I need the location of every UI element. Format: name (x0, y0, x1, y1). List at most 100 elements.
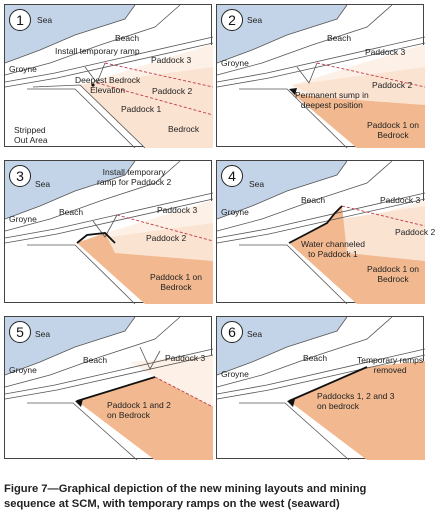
groyne-outline (216, 348, 426, 395)
groyne-outline-inner (216, 198, 426, 244)
beach-outline (4, 316, 136, 376)
caption-line-2: sequence at SCM, with temporary ramps on… (4, 498, 340, 510)
caption-line-1: Figure 7—Graphical depiction of the new … (4, 483, 367, 495)
groyne-label: Groyne (221, 58, 249, 68)
deepest-bedrock-line-1: Deepest Bedrock (75, 75, 141, 85)
groyne-label: Groyne (9, 365, 37, 375)
paddocks-line-2: on Bedrock (107, 410, 150, 420)
panel-6-diagram (216, 316, 426, 461)
removed-line-1: Temporary ramps (357, 355, 424, 365)
beach-crest-line (216, 160, 393, 232)
paddock-1-line-2: Bedrock (377, 130, 409, 140)
paddocks-bedrock-area (77, 377, 213, 460)
panel-4-diagram (216, 160, 426, 305)
sump-marker (75, 399, 83, 407)
sea-area (5, 5, 135, 63)
water-channel (288, 205, 343, 244)
ramp-label: Install temporary ramp (55, 46, 140, 56)
paddock-3-label: Paddock 3 (165, 353, 206, 363)
sump-channel (76, 232, 116, 244)
paddock-3-label: Paddock 3 (151, 55, 192, 65)
beach-label: Beach (115, 33, 140, 43)
panel-2: 2 Sea Beach Groyne Paddock 3 Paddock 2 P… (216, 4, 426, 149)
pit-wall-line (239, 244, 348, 305)
sump-marker (287, 399, 295, 407)
sea-area (217, 161, 347, 219)
paddock-1-bedrock-area (77, 233, 213, 304)
ramp-outline (139, 346, 161, 370)
bedrock-label: Bedrock (168, 124, 200, 134)
paddock-1-line-2: Bedrock (377, 274, 409, 284)
paddocks-line-1: Paddocks 1, 2 and 3 (317, 391, 395, 401)
groyne-outline-inner (4, 42, 214, 88)
paddock-1-label: Paddock 1 (121, 104, 162, 114)
groyne-outline (216, 192, 426, 239)
beach-label: Beach (83, 355, 108, 365)
paddocks-bedrock-area (289, 361, 425, 460)
stripped-line-1: Stripped (14, 125, 46, 135)
ramp-line-2: ramp for Paddock 2 (97, 177, 172, 187)
beach-outline (216, 316, 348, 376)
water-line-1: Water channeled (301, 239, 365, 249)
paddock-1-bedrock-area (289, 206, 425, 304)
sea-area (217, 5, 347, 63)
pit-wall-line (27, 402, 138, 461)
sea-label: Sea (249, 179, 265, 189)
paddock-3-label: Paddock 3 (380, 195, 421, 205)
sea-label: Sea (247, 15, 263, 25)
beach-crest-line (4, 160, 181, 232)
excavation-edge (76, 376, 156, 402)
sea-area (5, 161, 135, 219)
deepest-bedrock-label: Deepest Bedrock Elevation (75, 75, 140, 95)
panel-5: 5 Sea Beach Groyne Paddock 3 Paddock 1 a… (4, 316, 214, 461)
ramps-removed-label: Temporary ramps removed (357, 355, 423, 375)
groyne-outline (4, 192, 214, 239)
beach-label: Beach (327, 33, 352, 43)
paddock-3-label: Paddock 3 (157, 205, 198, 215)
panel-3-diagram (4, 160, 214, 305)
groyne-label: Groyne (9, 214, 37, 224)
panel-5-diagram (4, 316, 214, 461)
groyne-outline (216, 36, 426, 83)
paddocks-1-2-label: Paddock 1 and 2 on Bedrock (107, 400, 171, 420)
panel-2-diagram (216, 4, 426, 149)
sea-label: Sea (35, 179, 51, 189)
step-number-badge: 2 (221, 9, 243, 31)
paddock-1-line-1: Paddock 1 on (367, 264, 419, 274)
paddock-1-bedrock-area (292, 93, 425, 148)
paddock-1-line-1: Paddock 1 on (367, 120, 419, 130)
deepest-point-marker (91, 83, 95, 87)
beach-crest-line (4, 4, 181, 76)
sea-label: Sea (247, 329, 263, 339)
paddock-1-bedrock-label: Paddock 1 on Bedrock (367, 120, 419, 140)
sump-label: Permanent sump in deepest position (295, 90, 369, 110)
pit-wall-line (239, 402, 350, 461)
pit-wall-line (27, 244, 136, 305)
beach-crest-line (4, 316, 181, 388)
panel-4: 4 Sea Beach Groyne Paddock 3 Paddock 2 W… (216, 160, 435, 305)
deepest-bedrock-line-2: Elevation (90, 85, 126, 95)
paddock-divider-3 (341, 205, 426, 227)
panel-3: 3 Sea Install temporary ramp for Paddock… (4, 160, 214, 305)
step-number-badge: 3 (9, 165, 31, 187)
pit-floor-line (32, 84, 146, 149)
paddocks-line-2: on bedrock (317, 401, 360, 411)
sea-label: Sea (35, 329, 51, 339)
paddock-2-label: Paddock 2 (146, 233, 187, 243)
beach-crest-line (216, 4, 393, 76)
sump-line-1: Permanent sump in (295, 90, 369, 100)
beach-label: Beach (59, 207, 84, 217)
paddocks-line-1: Paddock 1 and 2 (107, 400, 171, 410)
groyne-label: Groyne (221, 207, 249, 217)
paddock-1-bedrock-label: Paddock 1 on Bedrock (367, 264, 419, 284)
stripped-line-2: Out Area (14, 135, 48, 145)
sump-marker (289, 88, 297, 95)
beach-outline (216, 4, 348, 64)
paddock-1-bedrock-label: Paddock 1 on Bedrock (150, 272, 202, 292)
water-line-2: to Paddock 1 (308, 249, 358, 259)
beach-label: Beach (303, 353, 328, 363)
sea-label: Sea (37, 15, 53, 25)
water-channel-label: Water channeled to Paddock 1 (301, 239, 365, 259)
beach-crest-line (216, 316, 393, 388)
step-number-badge: 5 (9, 321, 31, 343)
